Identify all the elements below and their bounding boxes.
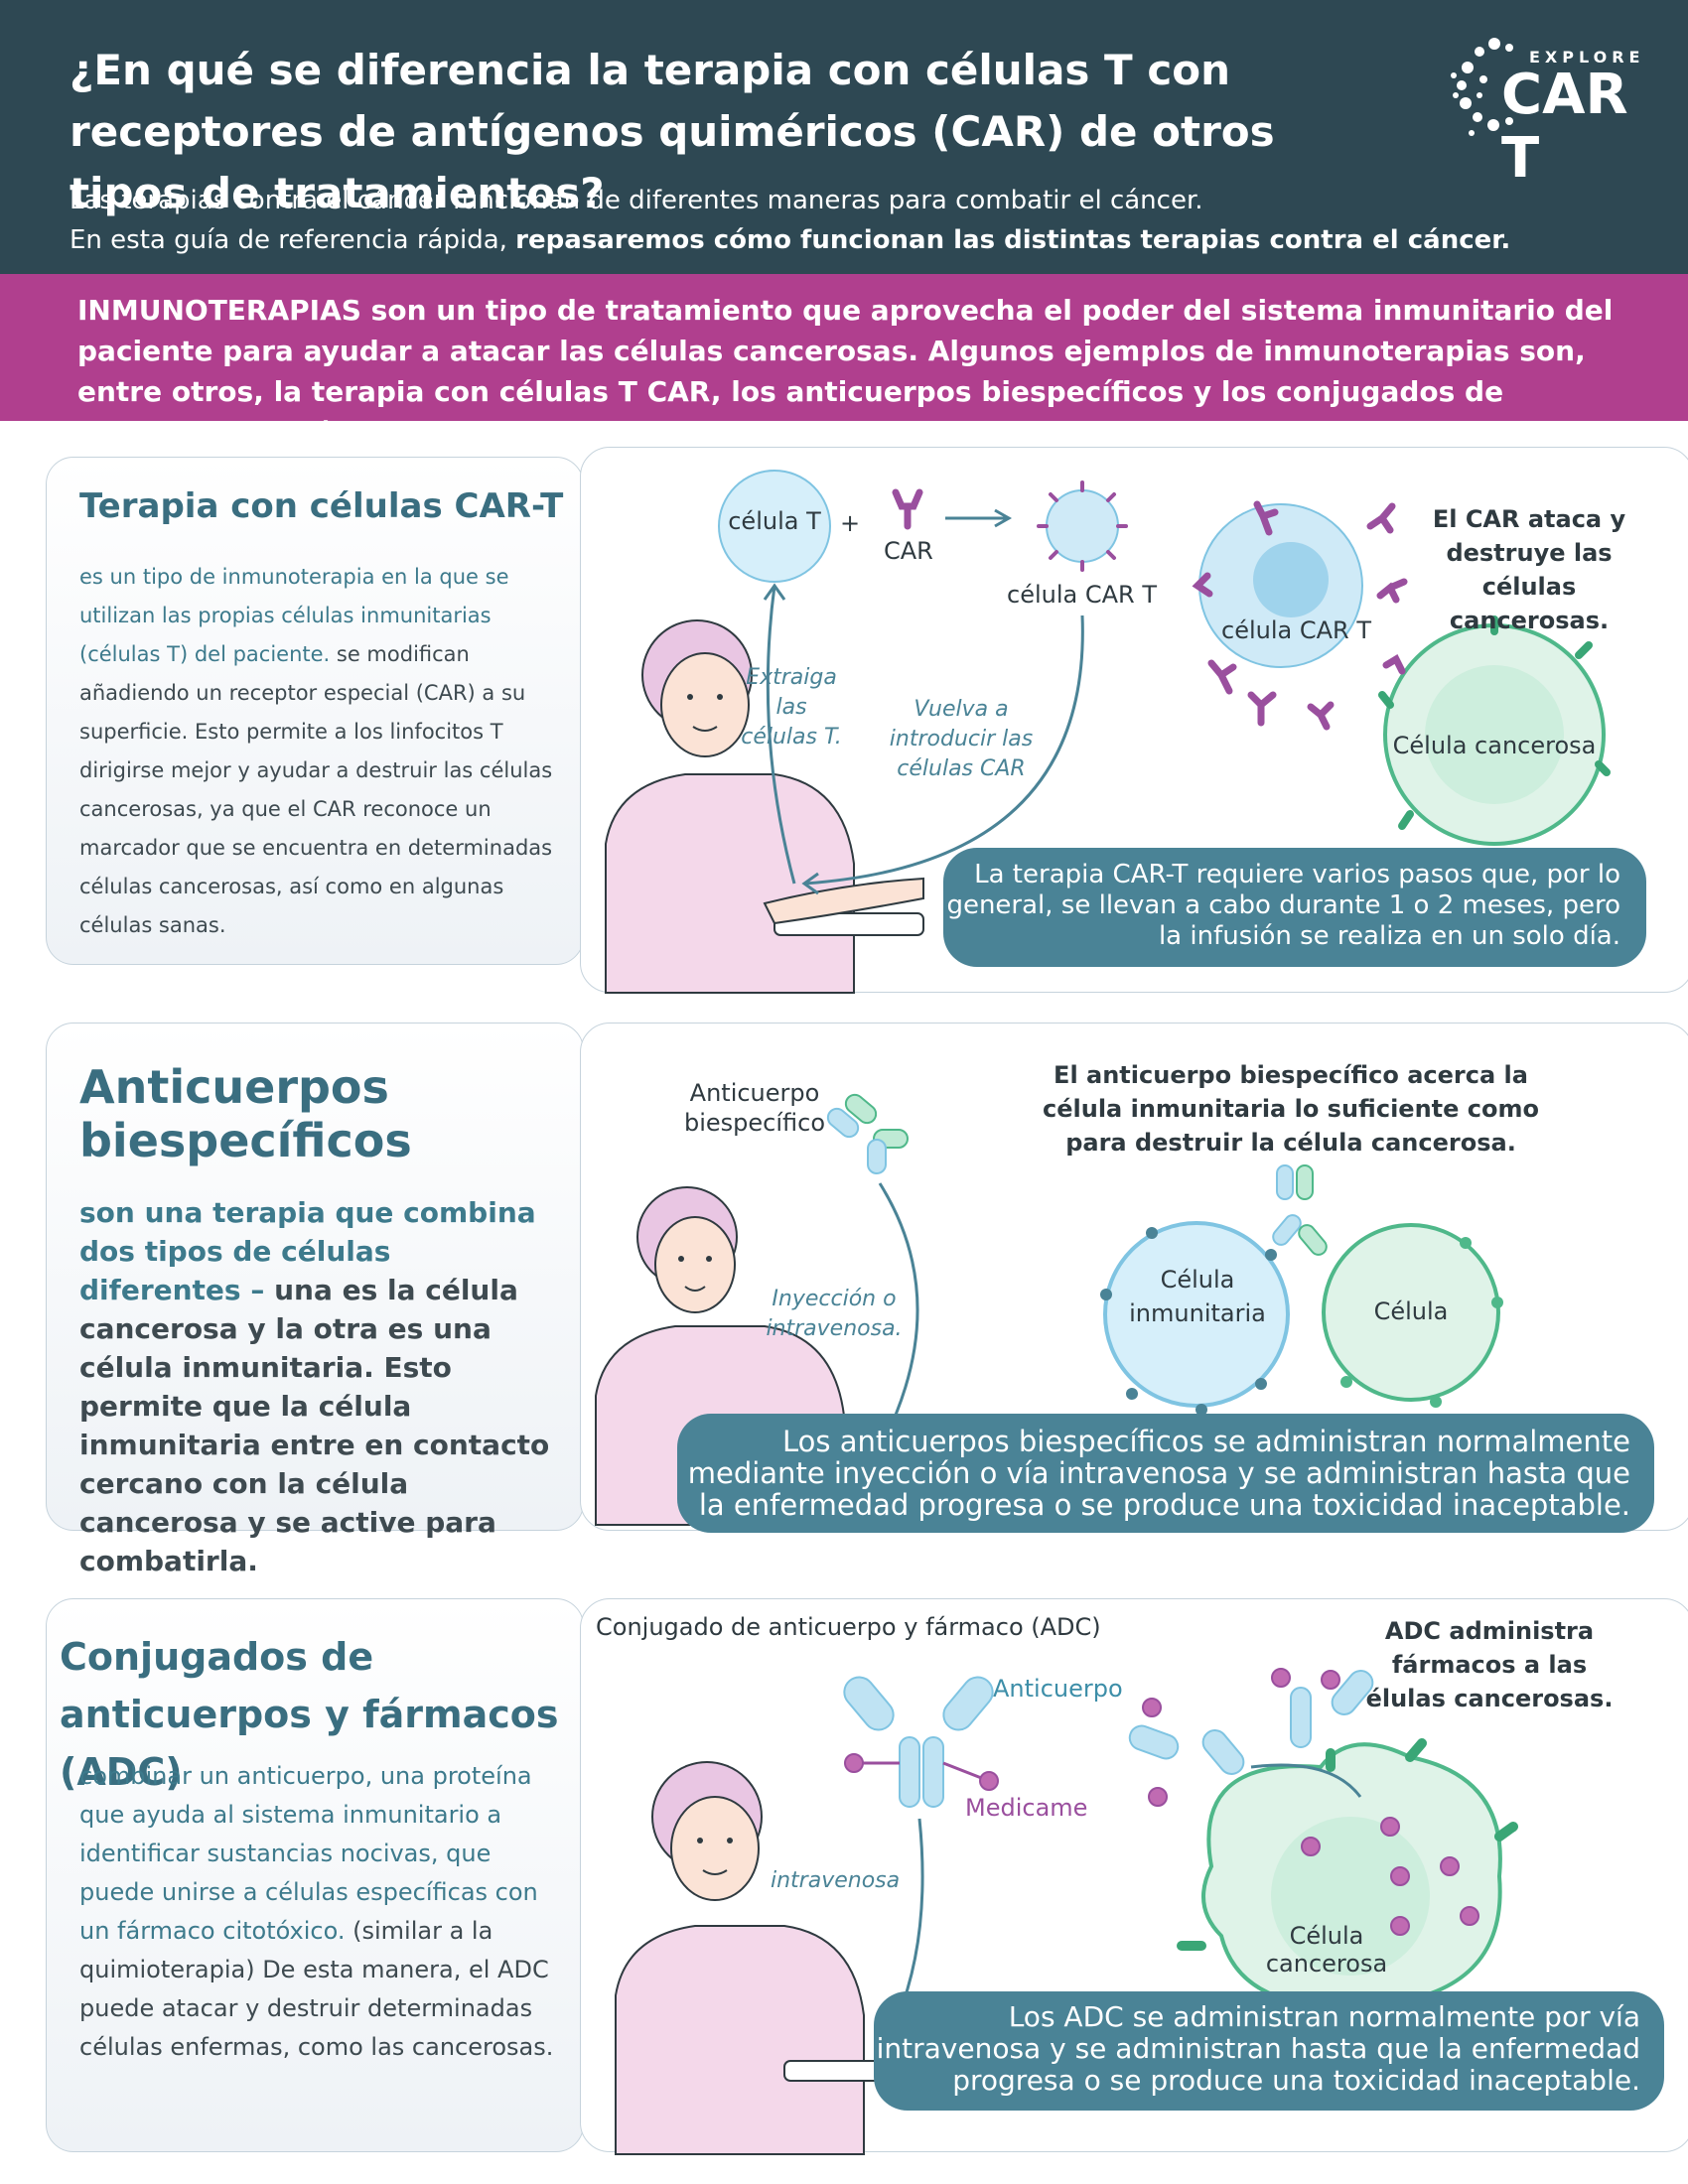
adc-heading: Conjugados de anticuerpos y fármacos (AD… xyxy=(60,1635,559,1794)
drug-label: Medicame xyxy=(965,1794,1088,1822)
car-attack-label: El CAR ataca y destruye las células canc… xyxy=(1432,505,1626,634)
adc-callout: Los ADC se administran normalmente por v… xyxy=(874,1991,1664,2111)
cart-paragraph-rest: se modifican añadiendo un receptor espec… xyxy=(79,642,553,937)
adc-title-label: Conjugado de anticuerpo y fármaco (ADC) xyxy=(596,1613,1101,1641)
car-receptor-icon xyxy=(892,488,923,530)
intro-text: Las terapias contra el cáncer funcionan … xyxy=(70,181,1638,260)
logo-big-text: CAR T xyxy=(1501,63,1628,191)
bispec-paragraph-highlight: son una terapia que combina dos tipos de… xyxy=(79,1196,536,1306)
bispecific-antibody-label: Anticuerpo biespecífico xyxy=(683,1079,826,1137)
immunotherapy-text: INMUNOTERAPIAS son un tipo de tratamient… xyxy=(77,290,1626,453)
intro-line-2: En esta guía de referencia rápida, repas… xyxy=(70,220,1638,260)
immune-cell-label: Célula inmunitaria xyxy=(1129,1266,1266,1327)
header-bar xyxy=(0,0,1688,274)
adc-delivers-label: ADC administra fármacos a las élulas can… xyxy=(1365,1617,1614,1712)
extract-reinfuse-arrows-icon xyxy=(763,583,1084,895)
adc-antibody-icon xyxy=(843,1676,999,1808)
iv-label: intravenosa xyxy=(771,1868,901,1893)
logo-small-text: EXPLORE xyxy=(1529,48,1645,67)
immunotherapy-band xyxy=(0,274,1688,421)
bispecific-antibody-bridge-icon xyxy=(1272,1164,1328,1256)
cart-paragraph-highlight: es un tipo de inmunoterapia en la que se… xyxy=(79,565,509,666)
injection-label: Inyección o intravenosa. xyxy=(766,1287,903,1341)
car-t-cell-label: célula CAR T xyxy=(1007,581,1157,609)
immunotherapy-lead: INMUNOTERAPIAS xyxy=(77,294,361,327)
target-cell-icon xyxy=(1322,1223,1503,1408)
cancer-cell-icon xyxy=(1378,615,1611,846)
car-label: CAR xyxy=(884,537,933,565)
arrow-right-icon xyxy=(945,508,1013,528)
cart-paragraph: es un tipo de inmunoterapia en la que se… xyxy=(79,558,556,945)
immune-cell-icon xyxy=(1100,1221,1290,1416)
adc-cancer-cell-label: Célula cancerosa xyxy=(1265,1922,1388,1978)
extract-label: Extraiga las células T. xyxy=(741,665,842,750)
bispec-paragraph: son una terapia que combina dos tipos de… xyxy=(79,1193,556,1580)
car-t-cell-large-icon xyxy=(1198,503,1363,668)
explore-car-t-logo: EXPLORE CAR T xyxy=(1450,30,1668,191)
antibody-label: Anticuerpo xyxy=(993,1675,1123,1703)
bispecific-antibody-icon xyxy=(826,1093,909,1174)
adc-attacking-antibodies-icon xyxy=(1128,1668,1374,1807)
cart-callout: La terapia CAR-T requiere varios pasos q… xyxy=(943,848,1646,967)
t-cell-icon xyxy=(718,470,831,583)
t-cell-label: célula T xyxy=(728,507,821,535)
bispec-title-label: El anticuerpo biespecífico acerca la cél… xyxy=(1043,1061,1539,1157)
injection-arrow-icon xyxy=(878,1182,919,1442)
reintroduce-label: Vuelva a introducir las células CAR xyxy=(889,697,1034,781)
adc-paragraph: combinar un anticuerpo, una proteína que… xyxy=(79,1757,556,2067)
cart-heading: Terapia con células CAR-T xyxy=(79,486,564,526)
adc-cancer-cell-icon xyxy=(1177,1738,1518,2009)
logo-dots-icon xyxy=(1451,38,1513,136)
intro-line-2-prefix: En esta guía de referencia rápida, xyxy=(70,225,516,255)
plus-sign: + xyxy=(840,509,861,537)
bispec-paragraph-rest: una es la célula cancerosa y la otra es … xyxy=(79,1274,550,1577)
adc-paragraph-rest: (similar a la quimioterapia) De esta man… xyxy=(79,1917,554,2061)
adc-text-card xyxy=(46,1598,584,2152)
bispec-callout: Los anticuerpos biespecíficos se adminis… xyxy=(677,1414,1654,1533)
cart-text-card xyxy=(46,457,584,965)
cancer-cell-label: Célula cancerosa xyxy=(1392,732,1597,759)
intro-line-1: Las terapias contra el cáncer funcionan … xyxy=(70,186,1203,215)
target-cell-label: Célula xyxy=(1373,1297,1449,1325)
immunotherapy-body: son un tipo de tratamiento que aprovecha… xyxy=(77,294,1614,449)
car-t-cell-label-2: célula CAR T xyxy=(1221,616,1371,644)
car-receptors-icon xyxy=(1192,500,1408,731)
adc-paragraph-highlight: combinar un anticuerpo, una proteína que… xyxy=(79,1762,538,1945)
bispec-heading: Anticuerpos biespecíficos xyxy=(79,1060,412,1167)
intro-line-2-bold: repasaremos cómo funcionan las distintas… xyxy=(515,225,1511,255)
patient-figure-icon xyxy=(605,619,924,994)
page-title: ¿En qué se diferencia la terapia con cél… xyxy=(70,46,1275,217)
car-t-cell-small-icon xyxy=(1037,480,1128,572)
bispec-text-card xyxy=(46,1023,584,1531)
